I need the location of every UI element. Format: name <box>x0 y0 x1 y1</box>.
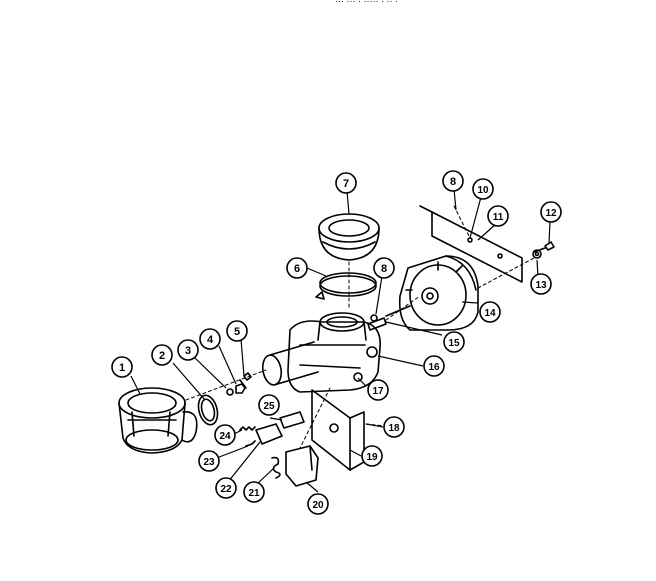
pump-body <box>287 312 381 393</box>
part-19-mount-bracket <box>311 389 365 471</box>
part-14-motor <box>398 255 479 331</box>
callout-circle <box>472 178 494 200</box>
callout-10: 10 <box>472 178 494 200</box>
callout-circle <box>443 331 465 353</box>
callout-number: 21 <box>248 488 260 499</box>
callout-number: 11 <box>493 212 504 223</box>
callout-circle <box>214 424 236 446</box>
callout-number: 24 <box>219 431 231 442</box>
callout-15: 15 <box>443 331 465 353</box>
part-1-housing <box>118 387 198 454</box>
callout-circle <box>198 450 220 472</box>
callout-number: 17 <box>372 386 384 397</box>
callout-number: 20 <box>312 500 324 511</box>
callout-circle <box>286 257 308 279</box>
callout-number: 2 <box>159 350 165 362</box>
callout-circle <box>151 344 173 366</box>
callout-circle <box>383 416 405 438</box>
callout-number: 4 <box>207 334 214 346</box>
callout-4: 4 <box>199 328 221 350</box>
callout-number: 18 <box>388 423 400 434</box>
callout-8: 8 <box>373 257 395 279</box>
part-8-washer-lower <box>370 314 378 322</box>
callout-number: 25 <box>263 401 275 412</box>
callout-circle <box>177 339 199 361</box>
callout-number: 13 <box>535 280 547 291</box>
callout-circle <box>111 356 133 378</box>
callout-25: 25 <box>258 394 280 416</box>
part-20-switch <box>285 445 319 487</box>
part-21-clip <box>271 456 281 479</box>
callout-number: 10 <box>477 185 489 196</box>
callout-circle <box>367 379 389 401</box>
callout-14: 14 <box>479 301 501 323</box>
part-25-terminal <box>279 411 305 429</box>
part-7-cap <box>318 213 380 261</box>
callout-9: 8 <box>442 170 464 192</box>
callout-number: 8 <box>450 176 456 188</box>
part-24-spring <box>239 426 256 431</box>
part-5-screw <box>239 372 252 389</box>
callout-circle <box>199 328 221 350</box>
callout-circle <box>215 477 237 499</box>
callout-circle <box>540 201 562 223</box>
part-23-screw <box>245 440 256 447</box>
callout-circle <box>307 493 329 515</box>
callout-22: 22 <box>215 477 237 499</box>
callout-circle <box>479 301 501 323</box>
callout-6: 6 <box>286 257 308 279</box>
callout-number: 5 <box>234 326 240 338</box>
clipped-header-text: ··· ··· · ····· · ·· · <box>335 0 398 6</box>
callout-7: 7 <box>335 172 357 194</box>
callout-11: 11 <box>487 205 509 227</box>
callout-24: 24 <box>214 424 236 446</box>
callout-number: 7 <box>343 178 349 190</box>
callout-circle <box>226 320 248 342</box>
callout-circle <box>423 355 445 377</box>
outlet-tube <box>261 341 319 386</box>
callout-12: 12 <box>540 201 562 223</box>
callout-circle <box>361 445 383 467</box>
callout-3: 3 <box>177 339 199 361</box>
callout-circle <box>243 481 265 503</box>
callout-circle <box>442 170 464 192</box>
callout-5: 5 <box>226 320 248 342</box>
callout-number: 15 <box>448 338 460 349</box>
callout-number: 16 <box>428 362 440 373</box>
callout-number: 3 <box>185 345 191 357</box>
callout-circle <box>373 257 395 279</box>
callout-number: 23 <box>203 457 215 468</box>
callout-number: 8 <box>381 263 387 275</box>
part-6-clamp <box>315 272 377 300</box>
callout-16: 16 <box>423 355 445 377</box>
callout-21: 21 <box>243 481 265 503</box>
part-4-nut <box>235 383 246 394</box>
part-13-washer <box>532 249 542 259</box>
leader-lines <box>130 188 551 493</box>
callout-23: 23 <box>198 450 220 472</box>
callout-20: 20 <box>307 493 329 515</box>
part-22-block <box>255 423 283 445</box>
callout-2: 2 <box>151 344 173 366</box>
callout-circle <box>530 273 552 295</box>
callout-number: 6 <box>294 263 300 275</box>
callout-number: 12 <box>545 208 557 219</box>
callout-number: 1 <box>119 362 125 374</box>
callout-number: 14 <box>484 308 496 319</box>
callout-13: 13 <box>530 273 552 295</box>
callout-circle <box>487 205 509 227</box>
callout-18: 18 <box>383 416 405 438</box>
callout-17: 17 <box>367 379 389 401</box>
callout-1: 1 <box>111 356 133 378</box>
callout-number: 19 <box>366 452 378 463</box>
callout-number: 22 <box>220 484 232 495</box>
part-2-gasket <box>197 394 219 426</box>
callout-circle <box>258 394 280 416</box>
part-3-washer <box>226 388 234 396</box>
callout-circle <box>335 172 357 194</box>
callout-19: 19 <box>361 445 383 467</box>
